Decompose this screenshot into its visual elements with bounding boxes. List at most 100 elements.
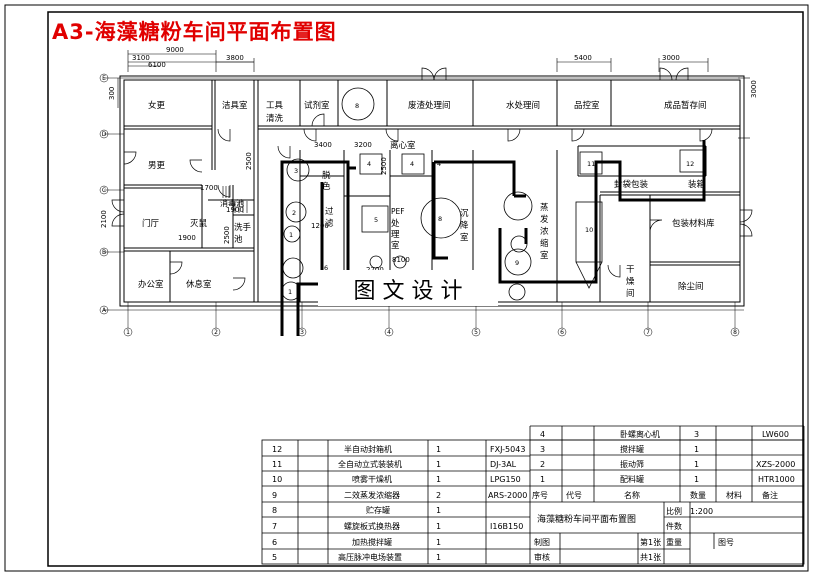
equip-num-9: 9 bbox=[515, 259, 519, 267]
equip-num-5: 5 bbox=[374, 216, 378, 224]
dim-5400: 5400 bbox=[574, 54, 592, 62]
equip-num-4c: 4 bbox=[437, 160, 441, 168]
parts-row-6-no: 6 bbox=[272, 538, 277, 547]
parts-row-3-no: 3 bbox=[540, 445, 545, 454]
parts-row-2-model: XZS-2000 bbox=[756, 460, 795, 469]
parts-row-6-qty: 1 bbox=[436, 538, 441, 547]
room-pef-3: 理 bbox=[391, 230, 400, 240]
room-filter-2: 滤 bbox=[325, 218, 334, 229]
parts-row-9-no: 9 bbox=[272, 491, 277, 500]
parts-row-10-qty: 1 bbox=[436, 475, 441, 484]
room-fire: 灭鼠 bbox=[190, 218, 208, 229]
grid-row-A: A bbox=[102, 307, 107, 314]
room-buffer: 消毒池 bbox=[220, 198, 244, 208]
parts-row-1-name: 配料罐 bbox=[620, 474, 644, 484]
parts-header-no: 序号 bbox=[532, 490, 548, 500]
dim-3000-right: 3000 bbox=[750, 80, 758, 98]
dim-3200: 3200 bbox=[354, 141, 372, 149]
equipment bbox=[281, 87, 705, 301]
parts-row-12-qty: 1 bbox=[436, 445, 441, 454]
room-dry-2: 燥 bbox=[626, 276, 635, 287]
dim-1200: 1200 bbox=[311, 222, 329, 230]
parts-row-7-model: I16B150 bbox=[490, 522, 523, 531]
watermark-box bbox=[318, 270, 498, 306]
parts-header-qty: 数量 bbox=[690, 490, 706, 500]
room-evap-4: 缩 bbox=[540, 238, 549, 249]
parts-row-11-name: 全自动立式装装机 bbox=[338, 459, 402, 469]
grid-col-2: 2 bbox=[214, 329, 218, 336]
parts-header-code: 代号 bbox=[566, 490, 582, 500]
room-decolor-2: 色 bbox=[322, 181, 331, 192]
tb-total: 共1张 bbox=[640, 553, 661, 562]
room-women: 女更 bbox=[148, 100, 166, 111]
equip-num-1b: 1 bbox=[288, 288, 292, 296]
parts-row-1-model: HTR1000 bbox=[758, 475, 795, 484]
room-rest: 休息室 bbox=[186, 279, 212, 290]
room-pef-2: 处 bbox=[391, 218, 400, 229]
room-waste: 废渣处理间 bbox=[408, 100, 451, 111]
parts-row-4-no: 4 bbox=[540, 430, 545, 439]
room-wash-1: 工具 bbox=[266, 101, 284, 111]
dim-3800: 3800 bbox=[226, 54, 244, 62]
room-evap-5: 室 bbox=[540, 250, 549, 261]
grid-col-5: 5 bbox=[474, 329, 478, 336]
door-swings bbox=[111, 67, 753, 291]
dim-300: 300 bbox=[108, 87, 116, 100]
grid-row-C: C bbox=[102, 187, 106, 194]
inner-border bbox=[47, 11, 804, 567]
equip-num-2: 2 bbox=[292, 209, 296, 217]
dim-2500-a: 2500 bbox=[245, 152, 253, 170]
dim-2100: 2100 bbox=[100, 210, 108, 228]
equip-num-12: 12 bbox=[686, 160, 694, 168]
parts-row-6-name: 加热搅拌罐 bbox=[352, 537, 392, 547]
parts-row-9-qty: 2 bbox=[436, 491, 441, 500]
parts-row-2-name: 振动筛 bbox=[620, 459, 644, 469]
parts-row-10-name: 喷雾干燥机 bbox=[352, 474, 392, 484]
tb-sheet: 第1张 bbox=[640, 537, 661, 547]
parts-row-8-qty: 1 bbox=[436, 506, 441, 515]
grid-col-3: 3 bbox=[300, 329, 304, 336]
equip-num-4a: 4 bbox=[367, 160, 371, 168]
equip-num-6: 6 bbox=[324, 264, 328, 272]
room-evap-3: 浓 bbox=[540, 227, 549, 237]
dim-3000-top: 3000 bbox=[662, 54, 680, 62]
tb-checked: 审核 bbox=[534, 552, 550, 562]
drawing-title: A3-海藻糖粉车间平面布置图 bbox=[52, 20, 337, 44]
parts-row-7-qty: 1 bbox=[436, 522, 441, 531]
dim-1700: 1700 bbox=[200, 184, 218, 192]
watermark: 图 文 设 计 bbox=[354, 279, 463, 304]
room-men: 男更 bbox=[148, 161, 166, 171]
parts-row-5-name: 高压脉冲电场装置 bbox=[338, 552, 402, 562]
parts-row-5-qty: 1 bbox=[436, 553, 441, 562]
tb-drawn: 制图 bbox=[534, 537, 550, 547]
room-dust: 除尘间 bbox=[678, 281, 704, 292]
dim-3400: 3400 bbox=[314, 141, 332, 149]
parts-row-1-qty: 1 bbox=[694, 475, 699, 484]
grid-col-6: 6 bbox=[560, 329, 564, 336]
grid-row-E: E bbox=[102, 75, 106, 82]
parts-row-4-qty: 3 bbox=[694, 430, 699, 439]
parts-row-9-model: ARS-2000 bbox=[488, 491, 527, 500]
parts-row-11-model: DJ-3AL bbox=[490, 460, 517, 469]
parts-row-2-no: 2 bbox=[540, 460, 545, 469]
parts-header-name: 名称 bbox=[624, 490, 640, 500]
grid-col-7: 7 bbox=[646, 329, 650, 336]
dim-3100: 3100 bbox=[132, 54, 150, 62]
outer-border bbox=[4, 4, 809, 572]
parts-row-4-model: LW600 bbox=[762, 430, 789, 439]
tb-drawing-no: 图号 bbox=[718, 538, 734, 547]
room-wash-2: 清洗 bbox=[266, 113, 284, 124]
room-hall: 门厅 bbox=[142, 218, 160, 229]
room-reagent: 试剂室 bbox=[304, 100, 330, 111]
parts-row-12-model: FXJ-5043 bbox=[490, 445, 525, 454]
parts-row-11-qty: 1 bbox=[436, 460, 441, 469]
parts-row-4-name: 卧螺离心机 bbox=[620, 429, 660, 439]
room-sediment-2: 降 bbox=[460, 220, 469, 231]
equip-num-3: 3 bbox=[294, 167, 298, 175]
equip-num-1a: 1 bbox=[289, 231, 293, 239]
room-sediment-3: 室 bbox=[460, 232, 469, 243]
parts-header-material: 材料 bbox=[726, 490, 742, 500]
dim-2500-c: 2500 bbox=[223, 226, 231, 244]
equip-num-8a: 8 bbox=[355, 102, 359, 110]
